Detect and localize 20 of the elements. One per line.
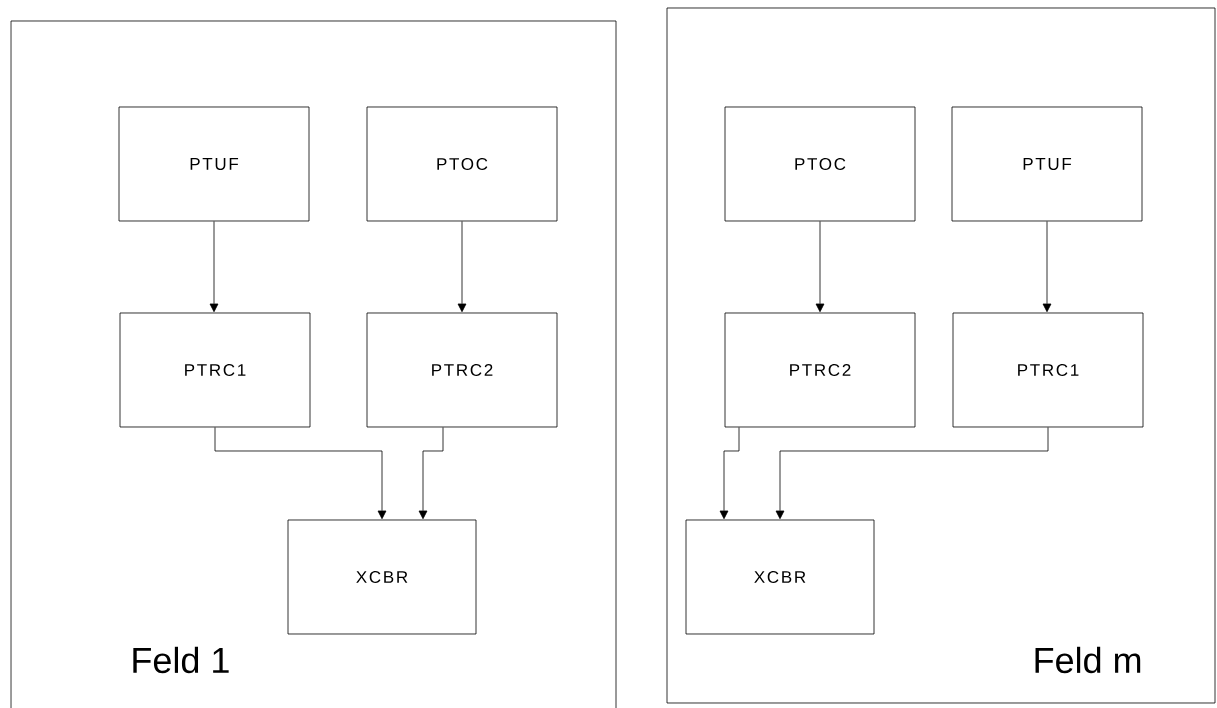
process-box: XCBR (685, 519, 875, 635)
process-box: PTOC (724, 106, 916, 222)
process-box: PTRC2 (366, 312, 558, 428)
process-box: PTRC1 (952, 312, 1144, 428)
panel-label: Feld 1 (133, 646, 229, 674)
process-box: PTUF (951, 106, 1143, 222)
process-box: XCBR (287, 519, 477, 635)
process-box: PTUF (118, 106, 310, 222)
arrow (775, 427, 1049, 520)
arrow (457, 221, 467, 313)
arrow (815, 221, 825, 313)
arrow (209, 221, 219, 313)
arrow (1042, 221, 1052, 313)
process-box: PTOC (366, 106, 558, 222)
arrow (418, 427, 444, 520)
panel-label: Feld m (1035, 646, 1141, 674)
arrow (719, 427, 740, 520)
process-box: PTRC2 (724, 312, 916, 428)
process-box: PTRC1 (119, 312, 311, 428)
arrow (214, 427, 387, 520)
